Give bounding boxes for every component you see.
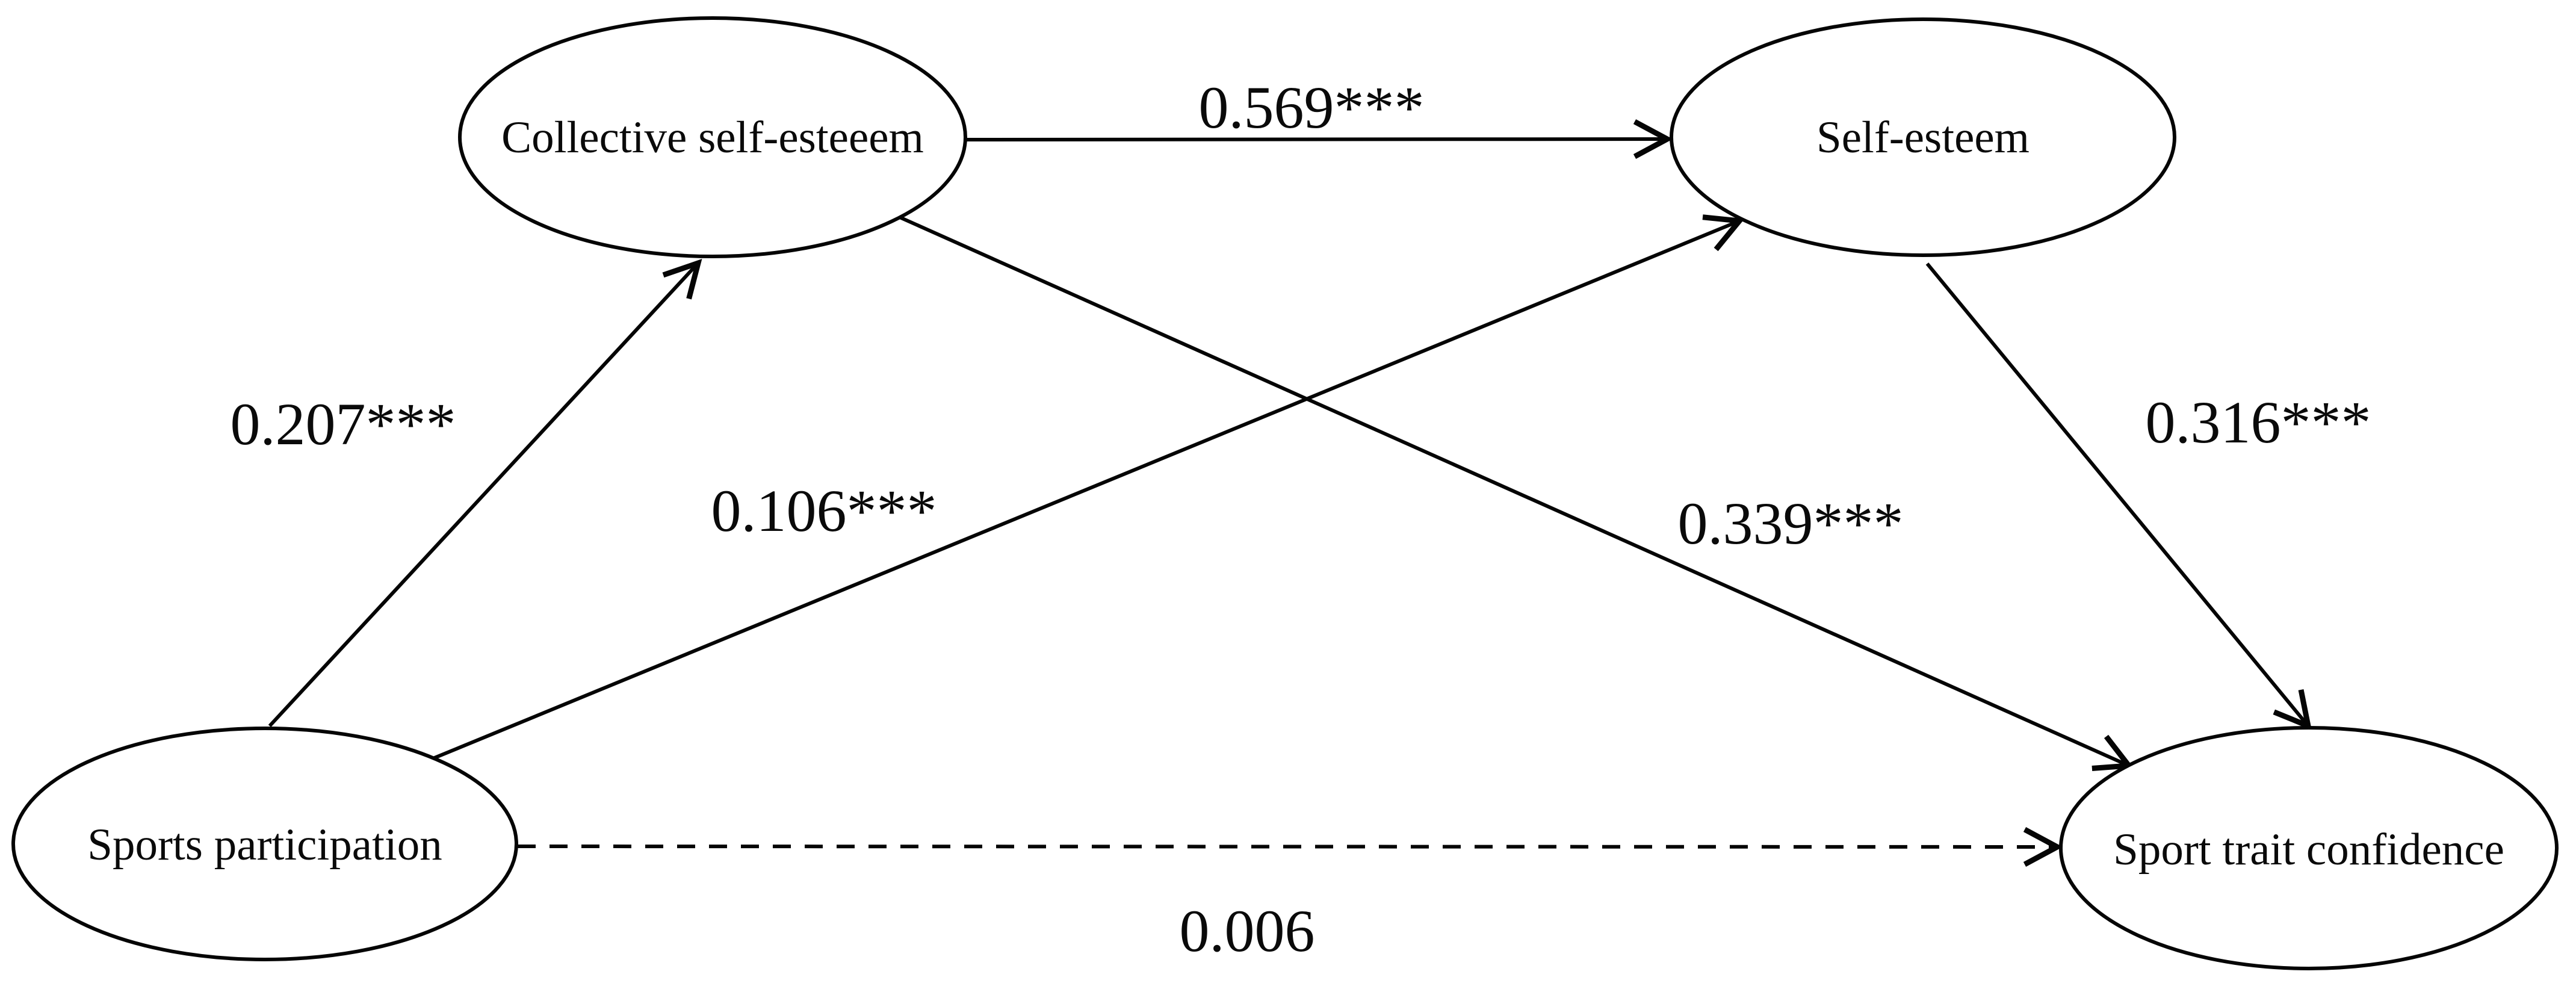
edge-collective-self-esteem-to-self-esteem <box>964 119 1673 160</box>
coefficient-cse-to-stc: 0.339*** <box>1678 490 1904 557</box>
self-esteem-label: Self-esteem <box>1816 113 2030 163</box>
node-collective-self-esteem: Collective self-esteeem <box>458 16 967 258</box>
coefficient-sp-to-se: 0.106*** <box>711 477 937 544</box>
coefficient-sp-to-stc: 0.006 <box>1180 897 1315 964</box>
self-esteem-ellipse <box>1670 17 2176 257</box>
edge-labels-layer: 0.207*** 0.569*** 0.106*** 0.339*** 0.31… <box>231 74 2371 964</box>
node-sports-participation: Sports participation <box>11 727 518 961</box>
edge-sports-participation-to-sport-trait-confidence-dashed <box>517 827 2063 867</box>
sports-participation-ellipse <box>11 727 518 961</box>
edges-layer <box>268 119 2312 867</box>
edge-collective-self-esteem-to-sport-trait-confidence <box>893 213 2134 771</box>
sport-trait-confidence-label: Sport trait confidence <box>2113 825 2504 875</box>
collective-self-esteem-ellipse <box>458 16 967 258</box>
coefficient-sp-to-cse: 0.207*** <box>231 391 456 457</box>
sports-participation-label: Sports participation <box>87 820 442 870</box>
coefficient-se-to-stc: 0.316*** <box>2146 389 2371 456</box>
coefficient-cse-to-se: 0.569*** <box>1199 74 1425 141</box>
collective-self-esteem-label: Collective self-esteeem <box>501 113 924 163</box>
sport-trait-confidence-ellipse <box>2059 726 2559 970</box>
edge-sports-participation-to-collective-self-esteem <box>268 259 702 728</box>
node-self-esteem: Self-esteem <box>1670 17 2176 257</box>
node-sport-trait-confidence: Sport trait confidence <box>2059 726 2559 970</box>
edge-sports-participation-to-self-esteem <box>430 214 1745 761</box>
edge-self-esteem-to-sport-trait-confidence <box>1925 262 2312 731</box>
